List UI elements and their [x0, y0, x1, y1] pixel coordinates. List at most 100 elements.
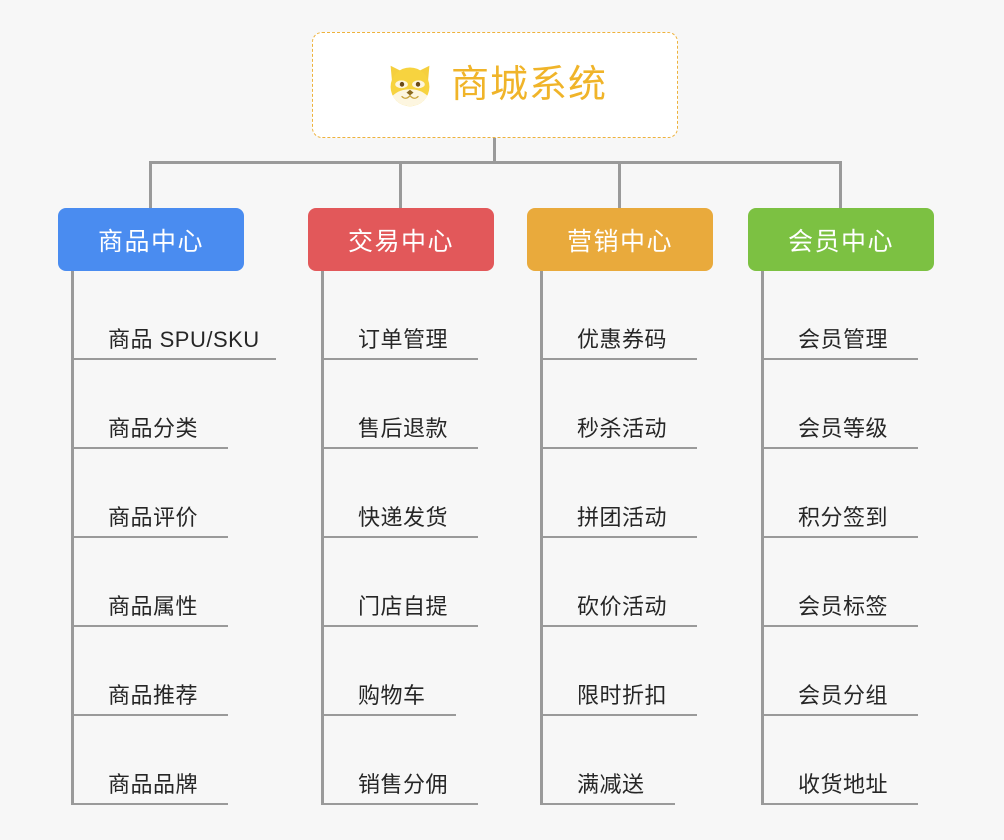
leaf-item[interactable]: 售后退款	[308, 360, 508, 449]
branch-column-3: 营销中心 优惠券码 秒杀活动 拼团活动 砍价活动 限时折扣	[527, 208, 727, 805]
leaf-label: 商品属性	[108, 594, 199, 619]
root-title: 商城系统	[450, 64, 607, 106]
shiba-dog-face-icon	[390, 65, 430, 107]
leaf-rule	[761, 714, 918, 716]
leaf-rule	[761, 358, 918, 360]
connector-root-stem	[493, 138, 496, 164]
connector-drop-4	[839, 161, 842, 209]
leaf-item[interactable]: 快递发货	[308, 449, 508, 538]
leaf-label: 砍价活动	[577, 594, 668, 619]
connector-drop-3	[618, 161, 621, 209]
branch-header-2[interactable]: 交易中心	[308, 208, 494, 271]
leaf-rule	[761, 536, 918, 538]
leaf-item[interactable]: 收货地址	[748, 716, 948, 805]
leaf-rule	[71, 536, 228, 538]
leaf-rule	[71, 447, 228, 449]
leaf-rule	[71, 625, 228, 627]
leaf-label: 快递发货	[358, 505, 449, 530]
leaf-label: 拼团活动	[577, 505, 668, 530]
leaf-rule	[321, 803, 478, 805]
leaf-label: 商品品牌	[108, 772, 199, 797]
leaf-rule	[321, 536, 478, 538]
leaf-rule	[761, 625, 918, 627]
leaf-item[interactable]: 限时折扣	[527, 627, 727, 716]
leaf-label: 会员等级	[798, 416, 889, 441]
leaf-trunk-3	[540, 271, 543, 805]
leaf-rule	[71, 803, 228, 805]
leaf-rule	[761, 447, 918, 449]
leaf-label: 门店自提	[358, 594, 449, 619]
branch-header-3[interactable]: 营销中心	[527, 208, 713, 271]
leaf-item[interactable]: 订单管理	[308, 271, 508, 360]
leaf-item[interactable]: 商品分类	[58, 360, 288, 449]
leaf-label: 会员管理	[798, 327, 889, 352]
branch-header-label-1: 商品中心	[97, 227, 204, 256]
leaf-list-4: 会员管理 会员等级 积分签到 会员标签 会员分组 收货地址	[748, 271, 948, 805]
connector-horizontal-bus	[149, 161, 842, 164]
leaf-item[interactable]: 商品推荐	[58, 627, 288, 716]
leaf-label: 积分签到	[798, 505, 889, 530]
leaf-trunk-4	[761, 271, 764, 805]
leaf-rule	[71, 714, 228, 716]
leaf-label: 购物车	[358, 683, 426, 708]
leaf-label: 优惠券码	[577, 327, 668, 352]
leaf-item[interactable]: 优惠券码	[527, 271, 727, 360]
leaf-label: 满减送	[577, 772, 645, 797]
leaf-label: 秒杀活动	[577, 416, 668, 441]
branch-column-4: 会员中心 会员管理 会员等级 积分签到 会员标签 会员分组	[748, 208, 948, 805]
leaf-list-2: 订单管理 售后退款 快递发货 门店自提 购物车 销售分佣	[308, 271, 508, 805]
branch-header-label-4: 会员中心	[787, 227, 894, 256]
root-node[interactable]: 商城系统	[312, 32, 678, 138]
leaf-item[interactable]: 会员标签	[748, 538, 948, 627]
leaf-label: 销售分佣	[358, 772, 449, 797]
connector-drop-2	[399, 161, 402, 209]
branch-header-label-3: 营销中心	[566, 227, 673, 256]
leaf-item[interactable]: 商品 SPU/SKU	[58, 271, 288, 360]
leaf-label: 商品分类	[108, 416, 199, 441]
connector-drop-1	[149, 161, 152, 209]
leaf-item[interactable]: 商品评价	[58, 449, 288, 538]
leaf-rule	[540, 714, 697, 716]
leaf-item[interactable]: 砍价活动	[527, 538, 727, 627]
leaf-item[interactable]: 会员分组	[748, 627, 948, 716]
leaf-item[interactable]: 商品属性	[58, 538, 288, 627]
leaf-item[interactable]: 商品品牌	[58, 716, 288, 805]
leaf-label: 会员分组	[798, 683, 889, 708]
leaf-list-3: 优惠券码 秒杀活动 拼团活动 砍价活动 限时折扣 满减送	[527, 271, 727, 805]
leaf-item[interactable]: 会员管理	[748, 271, 948, 360]
leaf-rule	[540, 803, 675, 805]
leaf-rule	[321, 625, 478, 627]
leaf-rule	[540, 358, 697, 360]
leaf-item[interactable]: 积分签到	[748, 449, 948, 538]
leaf-item[interactable]: 销售分佣	[308, 716, 508, 805]
branch-header-label-2: 交易中心	[347, 227, 454, 256]
leaf-label: 商品 SPU/SKU	[108, 327, 260, 352]
leaf-item[interactable]: 秒杀活动	[527, 360, 727, 449]
leaf-trunk-1	[71, 271, 74, 805]
leaf-item[interactable]: 购物车	[308, 627, 508, 716]
branch-column-1: 商品中心 商品 SPU/SKU 商品分类 商品评价 商品属性 商品推荐	[58, 208, 288, 805]
leaf-rule	[540, 625, 697, 627]
leaf-rule	[321, 358, 478, 360]
leaf-rule	[71, 358, 276, 360]
leaf-label: 订单管理	[358, 327, 449, 352]
leaf-label: 限时折扣	[577, 683, 668, 708]
leaf-item[interactable]: 拼团活动	[527, 449, 727, 538]
leaf-trunk-2	[321, 271, 324, 805]
leaf-item[interactable]: 满减送	[527, 716, 727, 805]
leaf-rule	[761, 803, 918, 805]
leaf-label: 收货地址	[798, 772, 889, 797]
branch-header-4[interactable]: 会员中心	[748, 208, 934, 271]
leaf-label: 商品评价	[108, 505, 199, 530]
leaf-list-1: 商品 SPU/SKU 商品分类 商品评价 商品属性 商品推荐 商品品牌	[58, 271, 288, 805]
leaf-item[interactable]: 门店自提	[308, 538, 508, 627]
leaf-label: 商品推荐	[108, 683, 199, 708]
leaf-label: 售后退款	[358, 416, 449, 441]
leaf-rule	[321, 714, 456, 716]
leaf-label: 会员标签	[798, 594, 889, 619]
leaf-rule	[321, 447, 478, 449]
branch-column-2: 交易中心 订单管理 售后退款 快递发货 门店自提 购物车	[308, 208, 508, 805]
leaf-item[interactable]: 会员等级	[748, 360, 948, 449]
branch-header-1[interactable]: 商品中心	[58, 208, 244, 271]
